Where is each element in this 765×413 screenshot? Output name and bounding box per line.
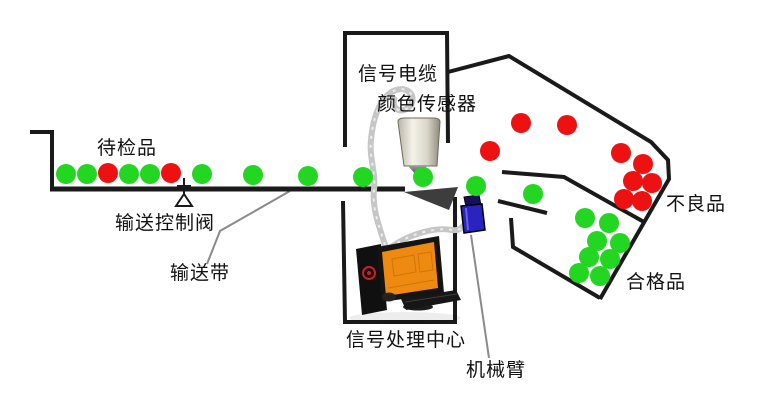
processing-computer	[349, 236, 461, 324]
defective-item-dot	[511, 113, 531, 133]
qualified-item-dot	[119, 164, 139, 184]
qualified-item-dot	[587, 231, 607, 251]
signal-cable-box	[343, 31, 450, 147]
qualified-item-dot	[466, 176, 486, 196]
label-robotic-arm: 机械臂	[466, 359, 527, 381]
label-conveyor-belt: 输送带	[170, 262, 231, 284]
qualified-item-dot	[579, 247, 599, 267]
defective-item-dot	[623, 171, 643, 191]
conveyor-valve-symbol	[174, 178, 194, 207]
qualified-item-dot	[413, 167, 433, 187]
qualified-item-dot	[298, 166, 318, 186]
defective-item-dot	[557, 115, 577, 135]
qualified-pocket-wall	[509, 217, 602, 300]
computer-keyboard	[401, 290, 461, 310]
qualified-item-dot	[590, 266, 610, 286]
qualified-item-dot	[610, 233, 630, 253]
qualified-item-dot	[140, 164, 160, 184]
qualified-item-dot	[243, 165, 263, 185]
qualified-item-dot	[523, 184, 543, 204]
processing-center-box	[341, 197, 457, 324]
qualified-item-dot	[569, 263, 589, 283]
qualified-item-dot	[353, 167, 373, 187]
qualified-item-dot	[575, 208, 595, 228]
qualified-item-dot	[600, 249, 620, 269]
arm-pointer-line	[470, 234, 490, 359]
label-conveyor-valve: 输送控制阀	[115, 212, 216, 234]
qualified-item-dot	[56, 164, 76, 184]
label-signal-cable: 信号电缆	[358, 63, 439, 85]
label-color-sensor: 颜色传感器	[377, 93, 478, 115]
item-dots-layer	[56, 113, 662, 286]
label-qualified-items: 合格品	[626, 271, 687, 293]
defective-item-dot	[161, 163, 181, 183]
label-pending-items: 待检品	[97, 137, 158, 159]
defective-item-dot	[98, 163, 118, 183]
signal-cable-curl	[367, 86, 416, 248]
qualified-item-dot	[599, 213, 619, 233]
label-processing-center: 信号处理中心	[346, 329, 467, 351]
qualified-chute-upper-wall	[497, 199, 548, 215]
defective-item-dot	[480, 141, 500, 161]
defective-chute-outer-wall	[447, 53, 672, 300]
label-defective-items: 不良品	[666, 193, 727, 215]
robotic-arm-device	[460, 194, 486, 234]
feed-tray-wall	[30, 130, 54, 187]
sorting-divider-wall	[501, 170, 645, 224]
defective-item-dot	[614, 189, 634, 209]
qualified-item-dot	[192, 164, 212, 184]
defective-item-dot	[642, 173, 662, 193]
arm-cable	[387, 222, 467, 251]
defective-item-dot	[611, 143, 631, 163]
deflector-wedge	[404, 187, 458, 210]
belt-pointer-line	[206, 190, 291, 265]
defective-item-dot	[632, 191, 652, 211]
defective-item-dot	[633, 154, 653, 174]
computer-mouse	[382, 292, 396, 302]
qualified-item-dot	[77, 164, 97, 184]
